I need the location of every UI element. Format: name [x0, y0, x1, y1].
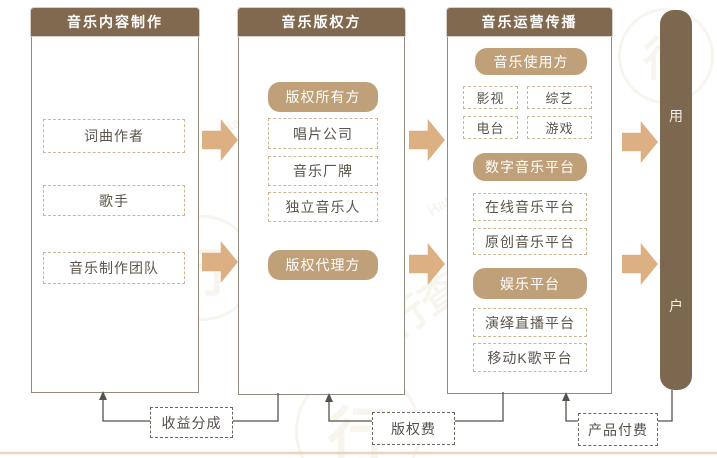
user-bar-char: 用	[669, 108, 683, 124]
flow-arrow-icon	[409, 119, 445, 161]
flow-arrow-icon	[622, 121, 658, 163]
node-independent-musician: 独立音乐人	[268, 192, 378, 222]
node-film-tv: 影视	[463, 86, 518, 109]
node-online-music-platform: 在线音乐平台	[473, 193, 587, 221]
node-mobile-karaoke-platform: 移动K歌平台	[473, 343, 587, 372]
node-copyright-owner: 版权所有方	[268, 82, 378, 112]
column-header: 音乐运营传播	[447, 8, 612, 36]
node-copyright-agent: 版权代理方	[268, 250, 378, 280]
node-original-music-platform: 原创音乐平台	[473, 228, 587, 255]
column-header: 音乐内容制作	[31, 8, 199, 36]
flow-box-product-payment: 产品付费	[578, 413, 658, 446]
flow-arrow-icon	[202, 241, 238, 283]
flow-arrow-icon	[622, 243, 658, 285]
flow-box-revenue-share: 收益分成	[150, 407, 233, 438]
node-record-company: 唱片公司	[268, 118, 378, 149]
flow-box-copyright-fee: 版权费	[372, 412, 455, 445]
node-music-label: 音乐厂牌	[268, 156, 378, 186]
node-radio: 电台	[463, 116, 518, 139]
node-live-performance-platform: 演绎直播平台	[473, 308, 587, 337]
node-production-team: 音乐制作团队	[43, 252, 185, 284]
node-games: 游戏	[527, 116, 592, 139]
flow-arrow-icon	[202, 119, 238, 161]
node-digital-music-platform: 数字音乐平台	[473, 153, 587, 181]
node-music-users: 音乐使用方	[475, 48, 587, 75]
node-entertainment-platform: 娱乐平台	[473, 268, 587, 299]
node-singer: 歌手	[43, 185, 185, 216]
user-bar-char: 户	[669, 298, 683, 314]
node-lyricist-composer: 词曲作者	[43, 119, 185, 153]
flow-arrow-icon	[409, 243, 445, 285]
column-header: 音乐版权方	[238, 8, 405, 36]
user-bar: 用 户	[660, 10, 692, 390]
node-variety: 综艺	[527, 86, 592, 109]
